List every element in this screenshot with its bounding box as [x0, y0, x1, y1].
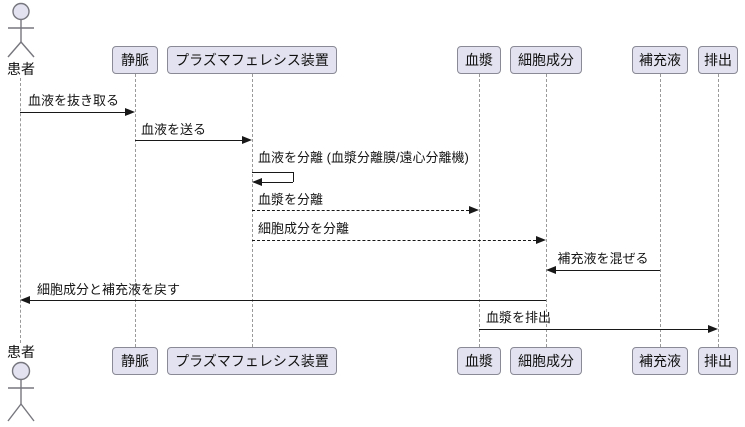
participant-cell-components-top: 細胞成分 [510, 46, 582, 74]
message-label-return-cells: 細胞成分と補充液を戻す [37, 282, 181, 297]
arrowhead-left-icon [20, 296, 30, 304]
self-message-loop-top [252, 172, 293, 173]
actor-icon [7, 361, 35, 422]
self-message-loop-bottom [262, 182, 293, 183]
participant-discharge-bottom: 排出 [698, 347, 738, 375]
message-arrow-separate-plasma [252, 210, 469, 211]
self-message-loop-side [293, 172, 294, 182]
message-arrow-mix-fluid [556, 270, 660, 271]
actor-icon [7, 2, 35, 58]
arrowhead-right-icon [708, 325, 718, 333]
message-label-mix-fluid: 補充液を混ぜる [557, 251, 649, 266]
participant-apheresis-device-bottom: プラズマフェレシス装置 [167, 347, 337, 375]
arrowhead-right-icon [125, 108, 135, 116]
participant-discharge-top: 排出 [698, 46, 738, 74]
message-arrow-send-blood [135, 140, 242, 141]
actor-label-bottom: 患者 [7, 344, 35, 360]
lifeline-vein [135, 74, 136, 347]
participant-cell-components-bottom: 細胞成分 [510, 347, 582, 375]
participant-plasma-top: 血漿 [457, 46, 501, 74]
participant-plasma-bottom: 血漿 [457, 347, 501, 375]
arrowhead-right-icon [469, 206, 479, 214]
lifeline-plasma [479, 74, 480, 347]
actor-label-top: 患者 [7, 61, 35, 77]
participant-vein-top: 静脈 [112, 46, 158, 74]
participant-replacement-fluid-bottom: 補充液 [632, 347, 688, 375]
lifeline-discharge [718, 74, 719, 347]
message-label-discharge-plasma: 血漿を排出 [486, 310, 552, 325]
arrowhead-left-icon [546, 266, 556, 274]
participant-apheresis-device-top: プラズマフェレシス装置 [167, 46, 337, 74]
lifeline-replacement-fluid [660, 74, 661, 347]
arrowhead-left-icon [252, 178, 262, 186]
message-arrow-separate-cells [252, 240, 536, 241]
arrowhead-right-icon [242, 136, 252, 144]
participant-vein-bottom: 静脈 [112, 347, 158, 375]
message-label-draw-blood: 血液を抜き取る [28, 93, 120, 108]
lifeline-cell-components [546, 74, 547, 347]
arrowhead-right-icon [536, 236, 546, 244]
message-label-separate-blood: 血液を分離 (血漿分離膜/遠心分離機) [258, 150, 469, 165]
message-label-separate-plasma: 血漿を分離 [258, 192, 324, 207]
lifeline-patient [20, 78, 21, 343]
message-label-separate-cells: 細胞成分を分離 [258, 221, 350, 236]
message-arrow-discharge-plasma [479, 329, 708, 330]
message-arrow-draw-blood [20, 112, 125, 113]
message-label-send-blood: 血液を送る [141, 122, 207, 137]
message-arrow-return-cells [30, 300, 546, 301]
participant-replacement-fluid-top: 補充液 [632, 46, 688, 74]
